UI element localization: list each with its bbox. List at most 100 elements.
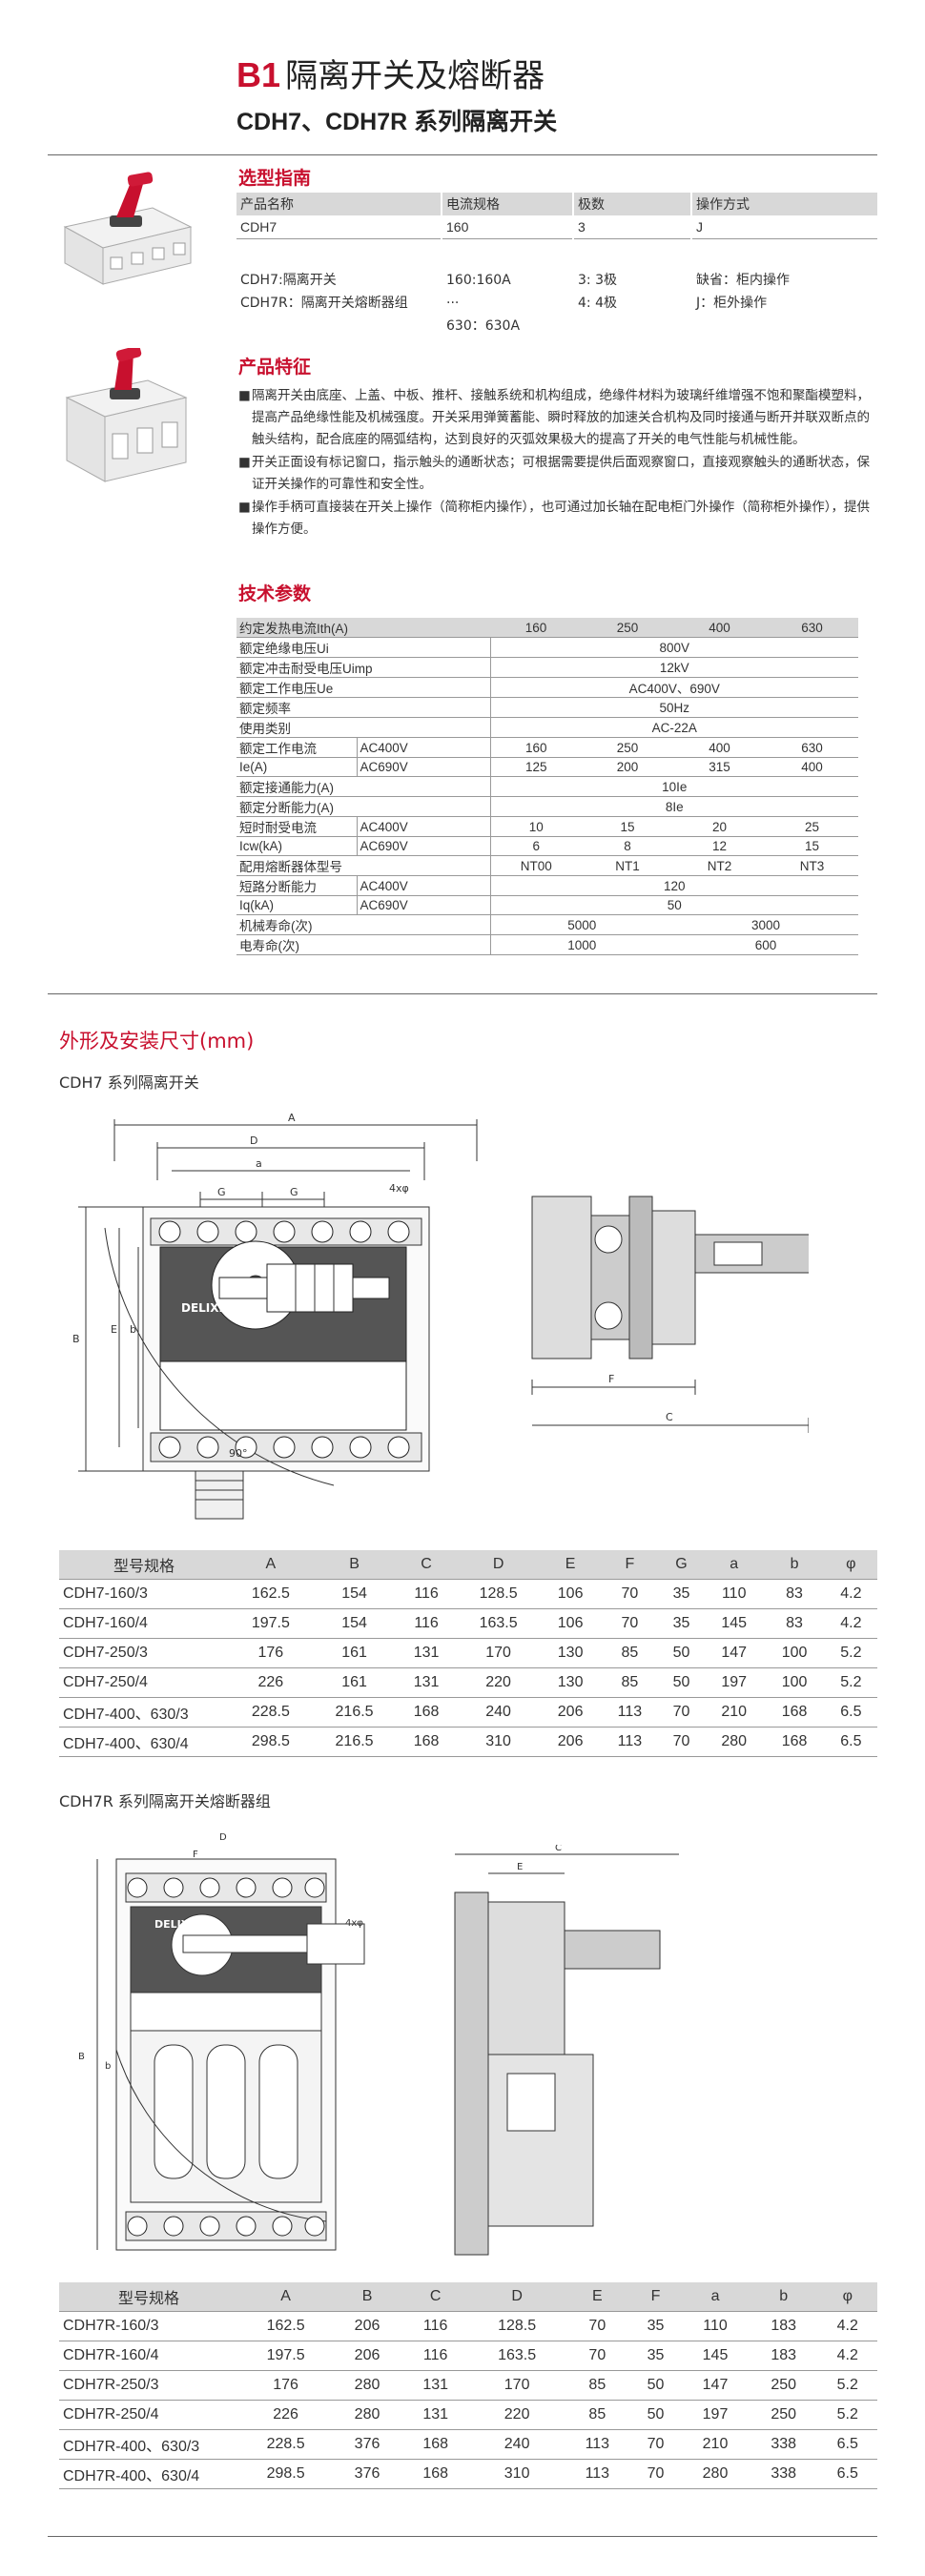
table-cell: 280 [681,2459,750,2489]
table-cell: 50 [489,895,858,915]
feature-item: ■操作手柄可直接装在开关上操作（简称柜内操作），也可通过加长轴在配电柜门外操作（… [238,497,875,541]
table-cell: b [764,1550,825,1580]
table-cell: 额定绝缘电压Ui [236,637,490,658]
table-cell: 106 [540,1579,601,1609]
table-cell: 197.5 [229,1608,313,1639]
table-cell: F [629,2282,682,2312]
table-cell: CDH7R-250/3 [59,2370,238,2401]
table-cell: 6.5 [824,1697,877,1728]
table-cell: 250 [749,2370,818,2401]
table-cell: 额定分断能力(A) [236,796,490,817]
table-cell: 176 [229,1638,313,1668]
table-cell: 183 [749,2341,818,2371]
table-cell: 147 [681,2370,750,2401]
table-cell: 50 [658,1667,705,1698]
table-cell: C [396,1550,457,1580]
brand-logo: DELIXI [154,1918,193,1931]
table-cell: 110 [681,2311,750,2341]
table-cell: 10Ie [489,776,858,797]
dim-label-a: a [256,1157,262,1170]
table-cell: 70 [658,1727,705,1757]
brand-logo: DELIXI [181,1301,223,1315]
feature-item: ■隔离开关由底座、上盖、中板、推杆、接触系统和机构组成，绝缘件材料为玻璃纤维增强… [238,385,875,451]
table-cell: 4.2 [817,2341,877,2371]
selection-header-current: 电流规格 [441,193,573,215]
table-cell: 配用熔断器体型号 [236,855,490,876]
table-cell: 250 [582,618,673,638]
table-cell: 4.2 [824,1608,877,1639]
product-photo-fuse-switch [65,348,188,482]
table-cell: AC400V [356,816,490,837]
table-cell: 25 [766,816,858,837]
table-cell: 113 [600,1727,659,1757]
selection-header-operation: 操作方式 [690,193,877,215]
table-cell: 197 [704,1667,765,1698]
table-cell: 168 [764,1727,825,1757]
tech-title: 技术参数 [238,583,312,604]
table-cell: AC400V [356,737,490,758]
table-cell: 163.5 [456,1608,541,1639]
table-cell: 70 [629,2429,682,2460]
selection-note-poles: 3: 3极 4: 4极 [578,269,692,315]
table-cell: NT2 [673,855,766,876]
table-cell: 220 [469,2400,565,2430]
feature-text: 操作手柄可直接装在开关上操作（简称柜内操作），也可通过加长轴在配电柜门外操作（简… [252,500,870,537]
table-cell: 5.2 [817,2370,877,2401]
note-text: 160:160A [446,273,511,288]
table-cell: 70 [600,1579,659,1609]
table-cell: 145 [704,1608,765,1639]
table-cell: AC690V [356,757,490,777]
table-cell: 5.2 [817,2400,877,2430]
table-cell: AC400V、690V [489,677,858,698]
table-cell: 228.5 [229,1697,313,1728]
table-cell: 310 [456,1727,541,1757]
table-cell: 120 [489,875,858,896]
table-cell: 额定工作电压Ue [236,677,490,698]
features-title: 产品特征 [238,357,312,378]
table-cell: 154 [312,1608,397,1639]
feature-text: 开关正面设有标记窗口，指示触头的通断状态；可根据需要提供后面观察窗口，直接观察触… [252,455,870,492]
table-cell: 电寿命(次) [236,934,490,955]
feature-item: ■开关正面设有标记窗口，指示触头的通断状态；可根据需要提供后面观察窗口，直接观察… [238,452,875,496]
table-cell: Iq(kA) [236,895,357,915]
note-text: CDH7R：隔离开关熔断器组 [240,296,408,311]
table-cell: 12 [673,836,766,856]
note-text: 缺省：柜内操作 [696,273,790,288]
table-cell: 240 [469,2429,565,2460]
table-cell: 197 [681,2400,750,2430]
table-cell: F [600,1550,659,1580]
dim-label-F-r: F [193,1850,198,1860]
table-cell: 4.2 [817,2311,877,2341]
table-cell: A [229,1550,313,1580]
product-photo-switch [63,172,193,285]
table-cell: 113 [564,2429,630,2460]
table-cell: 106 [540,1608,601,1639]
table-cell: 短路分断能力 [236,875,357,896]
selection-table: 产品名称 电流规格 极数 操作方式 CDH7 160 3 J [236,193,877,239]
table-cell: 162.5 [229,1579,313,1609]
note-text: ··· [446,296,460,311]
table-cell: 206 [540,1727,601,1757]
table-cell: Icw(kA) [236,836,357,856]
dim-label-E: E [111,1323,117,1336]
table-cell: 130 [540,1638,601,1668]
table-cell: 376 [333,2459,401,2489]
cdh7r-front-drawing: D F 4xφ B b DELIXI [78,1832,365,2251]
table-cell: B [312,1550,397,1580]
table-cell: 128.5 [456,1579,541,1609]
selection-note-current: 160:160A ··· 630：630A [446,269,570,337]
dim-label-D: D [250,1135,257,1147]
cdh7r-side-drawing: C E [454,1845,679,2256]
table-cell: CDH7-250/4 [59,1667,229,1698]
